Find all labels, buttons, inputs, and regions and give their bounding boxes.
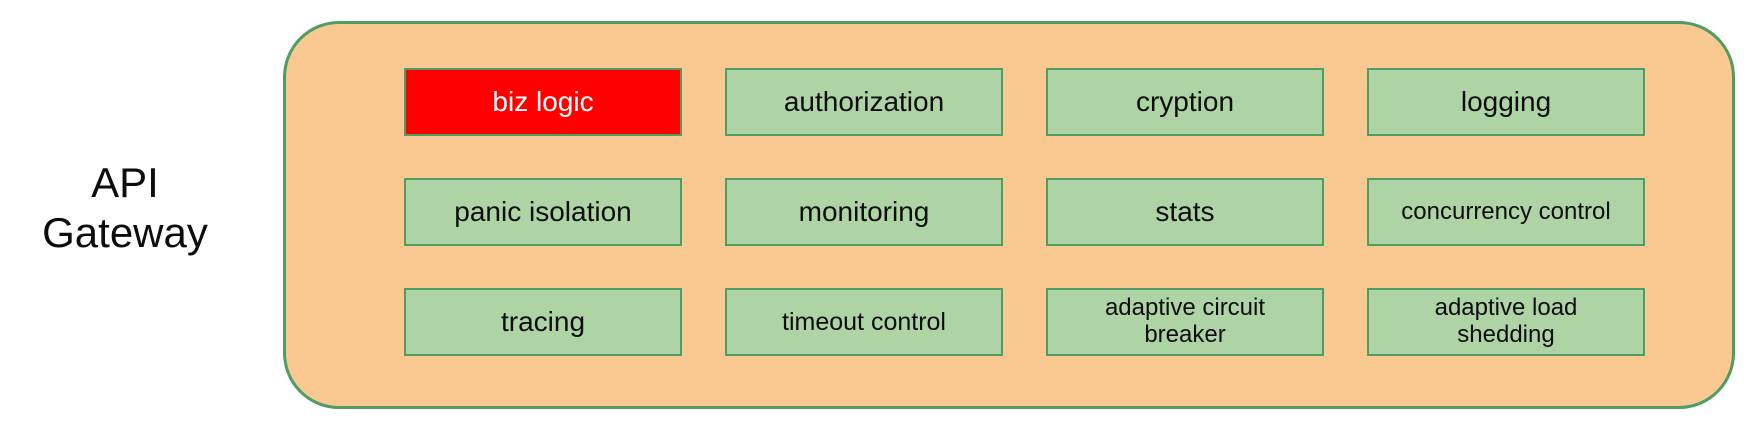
api-gateway-container: biz logic authorization cryption logging pan…	[283, 21, 1735, 409]
feature-box-cryption: cryption	[1046, 68, 1324, 136]
feature-box-stats: stats	[1046, 178, 1324, 246]
gateway-grid: biz logic authorization cryption logging pan…	[404, 68, 1645, 356]
feature-box-adaptive-load-shedding: adaptive load shedding	[1367, 288, 1645, 356]
feature-box-monitoring: monitoring	[725, 178, 1003, 246]
feature-box-adaptive-circuit-breaker: adaptive circuit breaker	[1046, 288, 1324, 356]
api-gateway-label: API Gateway	[42, 159, 208, 256]
feature-box-logging: logging	[1367, 68, 1645, 136]
feature-box-authorization: authorization	[725, 68, 1003, 136]
feature-box-panic-isolation: panic isolation	[404, 178, 682, 246]
feature-box-timeout-control: timeout control	[725, 288, 1003, 356]
feature-box-biz-logic: biz logic	[404, 68, 682, 136]
feature-box-tracing: tracing	[404, 288, 682, 356]
feature-box-concurrency-control: concurrency control	[1367, 178, 1645, 246]
